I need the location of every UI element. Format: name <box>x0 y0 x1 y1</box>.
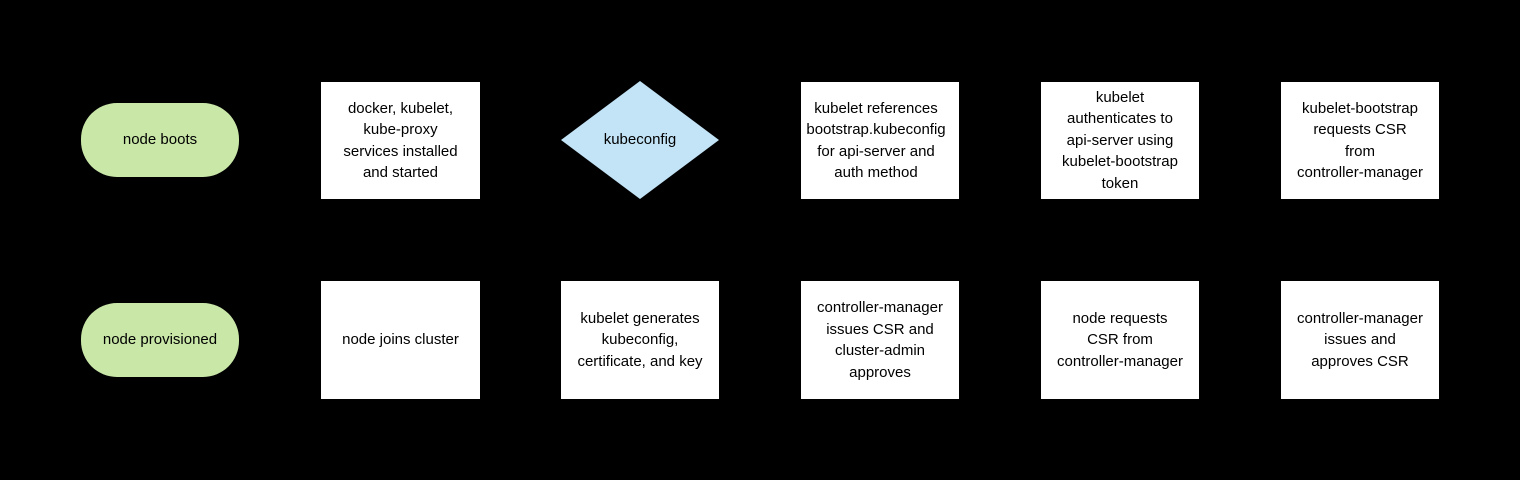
node-joins-cluster-label: node joins cluster <box>342 331 459 349</box>
controller-manager-issues-csr-box[interactable]: controller-manager issues CSR and cluste… <box>801 281 959 399</box>
kubelet-references-bootstrap-label: kubelet references bootstrap.kubeconfig … <box>806 99 946 182</box>
node-joins-cluster-box[interactable]: node joins cluster <box>321 281 480 399</box>
controller-manager-issues-approves-label: controller-manager issues and approves C… <box>1297 309 1423 370</box>
kubelet-generates-kubeconfig-box[interactable]: kubelet generates kubeconfig, certificat… <box>561 281 719 399</box>
kubelet-authenticates-label: kubelet authenticates to api-server usin… <box>1062 88 1178 192</box>
node-boots-label: node boots <box>122 131 198 149</box>
controller-manager-issues-csr-label: controller-manager issues CSR and cluste… <box>817 299 943 381</box>
node-requests-csr-label: node requests CSR from controller-manage… <box>1057 309 1183 370</box>
controller-manager-issues-approves-box[interactable]: controller-manager issues and approves C… <box>1281 281 1439 399</box>
kubeconfig-decision[interactable]: kubeconfig <box>561 81 719 199</box>
services-installed-box[interactable]: docker, kubelet, kube-proxy services ins… <box>321 82 480 199</box>
kubelet-generates-kubeconfig-label: kubelet generates kubeconfig, certificat… <box>577 309 703 370</box>
kubelet-bootstrap-requests-csr-box[interactable]: kubelet-bootstrap requests CSR from cont… <box>1281 82 1439 199</box>
node-requests-csr-box[interactable]: node requests CSR from controller-manage… <box>1041 281 1199 399</box>
node-provisioned-label: node provisioned <box>102 331 218 349</box>
services-installed-label: docker, kubelet, kube-proxy services ins… <box>343 99 458 182</box>
node-provisioned[interactable]: node provisioned <box>81 303 239 377</box>
kubeconfig-label: kubeconfig <box>603 131 677 149</box>
kubelet-authenticates-box[interactable]: kubelet authenticates to api-server usin… <box>1041 82 1199 199</box>
kubelet-references-bootstrap-box[interactable]: kubelet references bootstrap.kubeconfig … <box>801 82 959 199</box>
node-boots[interactable]: node boots <box>81 103 239 177</box>
kubelet-bootstrap-requests-csr-label: kubelet-bootstrap requests CSR from cont… <box>1297 99 1423 182</box>
